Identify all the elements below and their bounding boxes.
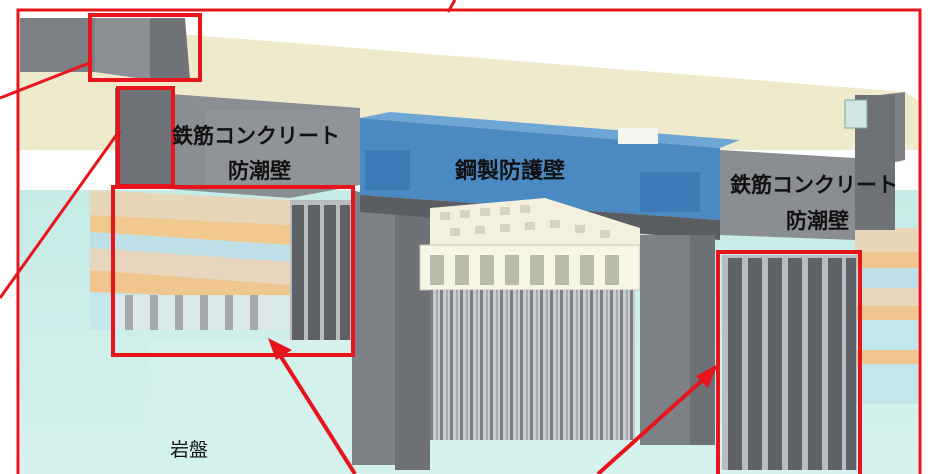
highlight-box-left-foundation <box>111 185 355 357</box>
pile-wall-left <box>290 200 352 340</box>
rc-wall-left-pillar <box>115 88 175 188</box>
steel-wall-cap-box <box>618 128 658 144</box>
label-bedrock: 岩盤 <box>170 439 208 461</box>
rc-wall-top-left-slope <box>150 18 190 80</box>
central-pier-right <box>640 235 700 445</box>
central-pier-right-side <box>690 235 715 445</box>
sheet-pile-left <box>115 295 290 330</box>
soil-strata-right <box>855 228 918 404</box>
label-rc-wall-left-line2: 防潮壁 <box>228 159 291 183</box>
leader-line-mid <box>0 129 122 299</box>
arrow-to-right-piles <box>596 364 718 474</box>
rc-wall-right-body <box>720 150 855 240</box>
leader-line-top <box>0 60 93 100</box>
label-rc-wall-left-line1: 鉄筋コンクリート <box>172 124 340 148</box>
outer-highlight-frame <box>16 8 922 474</box>
rc-wall-right-equipment <box>844 99 868 129</box>
rc-wall-left-face <box>205 110 360 185</box>
pile-wall-right <box>722 255 857 470</box>
steel-wall-block-right <box>640 172 700 212</box>
top-tick <box>446 0 457 13</box>
label-rc-wall-right-line2: 防潮壁 <box>786 209 849 233</box>
rc-wall-top-left <box>20 18 95 72</box>
label-rc-wall-right-line1: 鉄筋コンクリート <box>730 173 898 197</box>
label-steel-wall: 鋼製防護壁 <box>454 158 565 184</box>
highlight-box-top-wall <box>88 13 202 82</box>
arrow-to-left-foundation <box>268 338 357 474</box>
lattice-foundation <box>419 198 641 291</box>
steel-pipe-piles <box>430 290 635 440</box>
steel-wall-block-left <box>365 150 410 190</box>
